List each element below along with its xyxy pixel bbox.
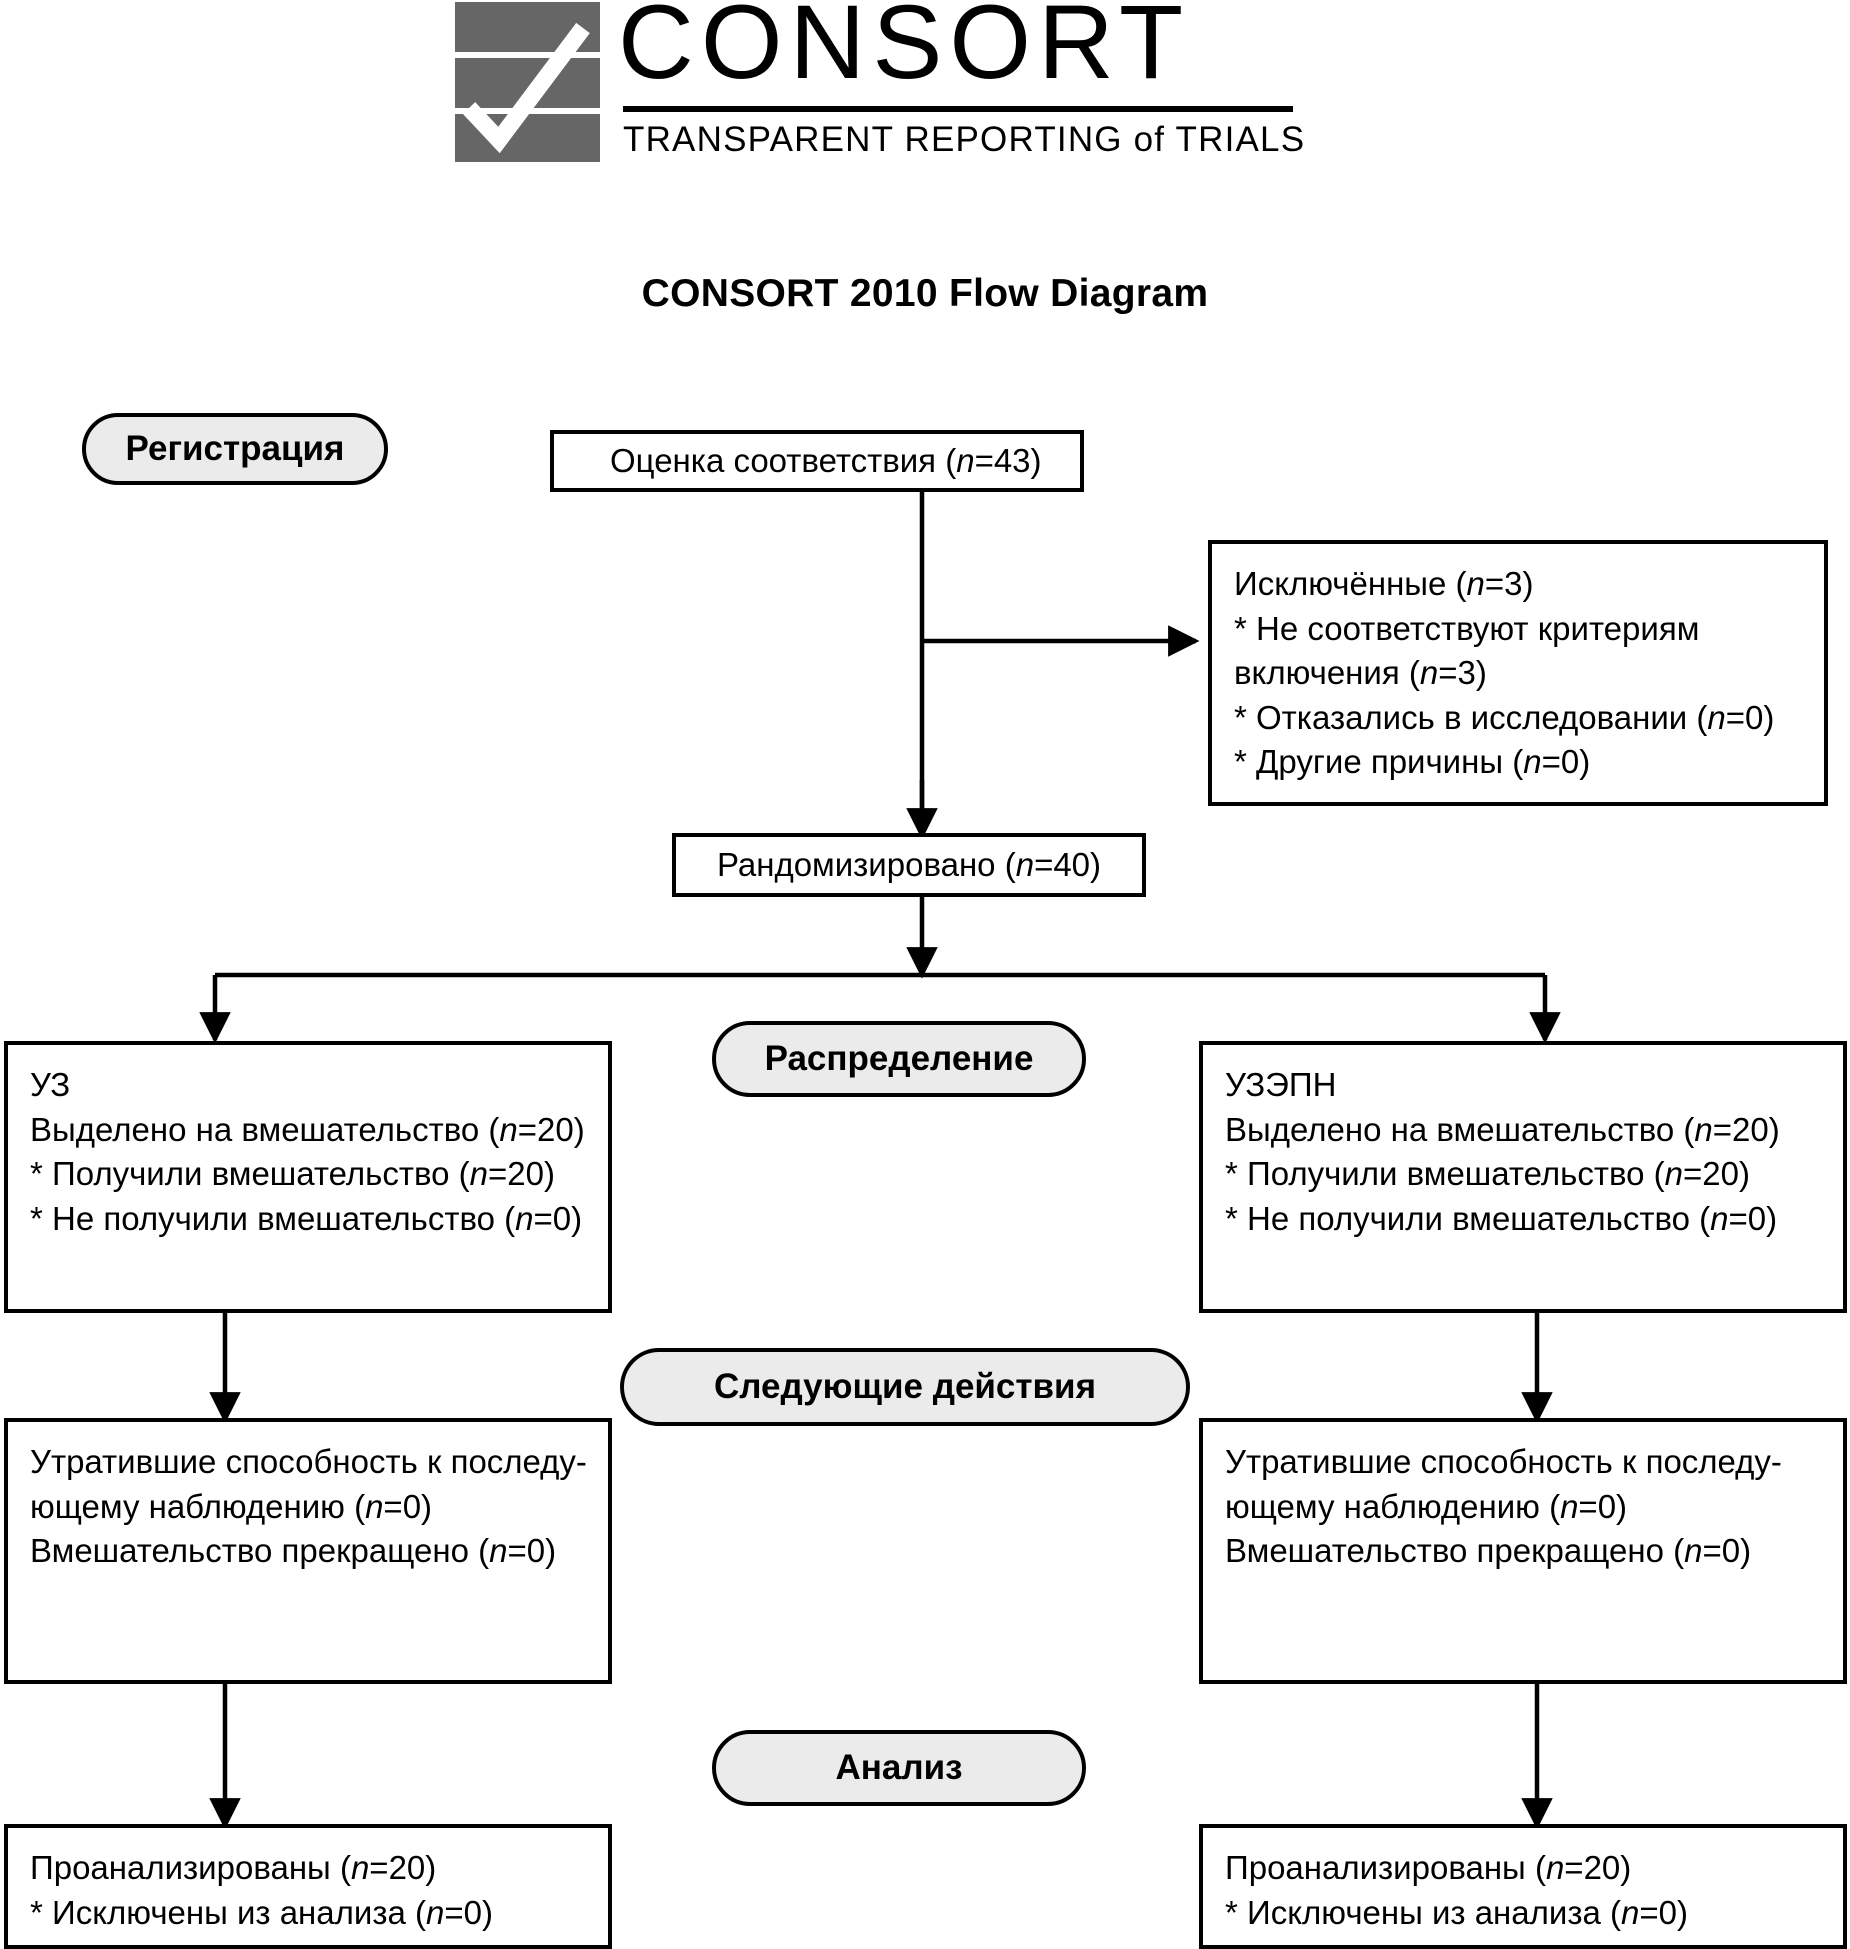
stage-pill-analysis: Анализ <box>712 1730 1086 1806</box>
box-followup-right: Утратившие способность к последу-ющему н… <box>1199 1418 1847 1684</box>
box-randomized: Рандомизировано (n=40) <box>672 833 1146 897</box>
checkmark-icon <box>462 22 590 154</box>
consort-logo: CONSORT TRANSPARENT REPORTING of TRIALS <box>455 0 1304 162</box>
logo-divider-rule <box>623 106 1293 112</box>
stage-pill-followup: Следующие действия <box>620 1348 1190 1426</box>
consort-logo-mark-icon <box>455 2 600 162</box>
box-excluded: Исключённые (n=3)* Не соответствуют крит… <box>1208 540 1828 806</box>
box-followup-left: Утратившие способность к последу-ющему н… <box>4 1418 612 1684</box>
box-analysis-right: Проанализированы (n=20)* Исключены из ан… <box>1199 1824 1847 1949</box>
logo-subtitle: TRANSPARENT REPORTING of TRIALS <box>623 120 1306 159</box>
stage-pill-enrollment: Регистрация <box>82 413 388 485</box>
box-assessed-for-eligibility: Оценка соответствия (n=43) <box>550 430 1084 492</box>
logo-wordmark: CONSORT <box>618 0 1191 101</box>
box-analysis-left: Проанализированы (n=20)* Исключены из ан… <box>4 1824 612 1949</box>
page-title: CONSORT 2010 Flow Diagram <box>641 272 1209 315</box>
stage-pill-allocation: Распределение <box>712 1021 1086 1097</box>
